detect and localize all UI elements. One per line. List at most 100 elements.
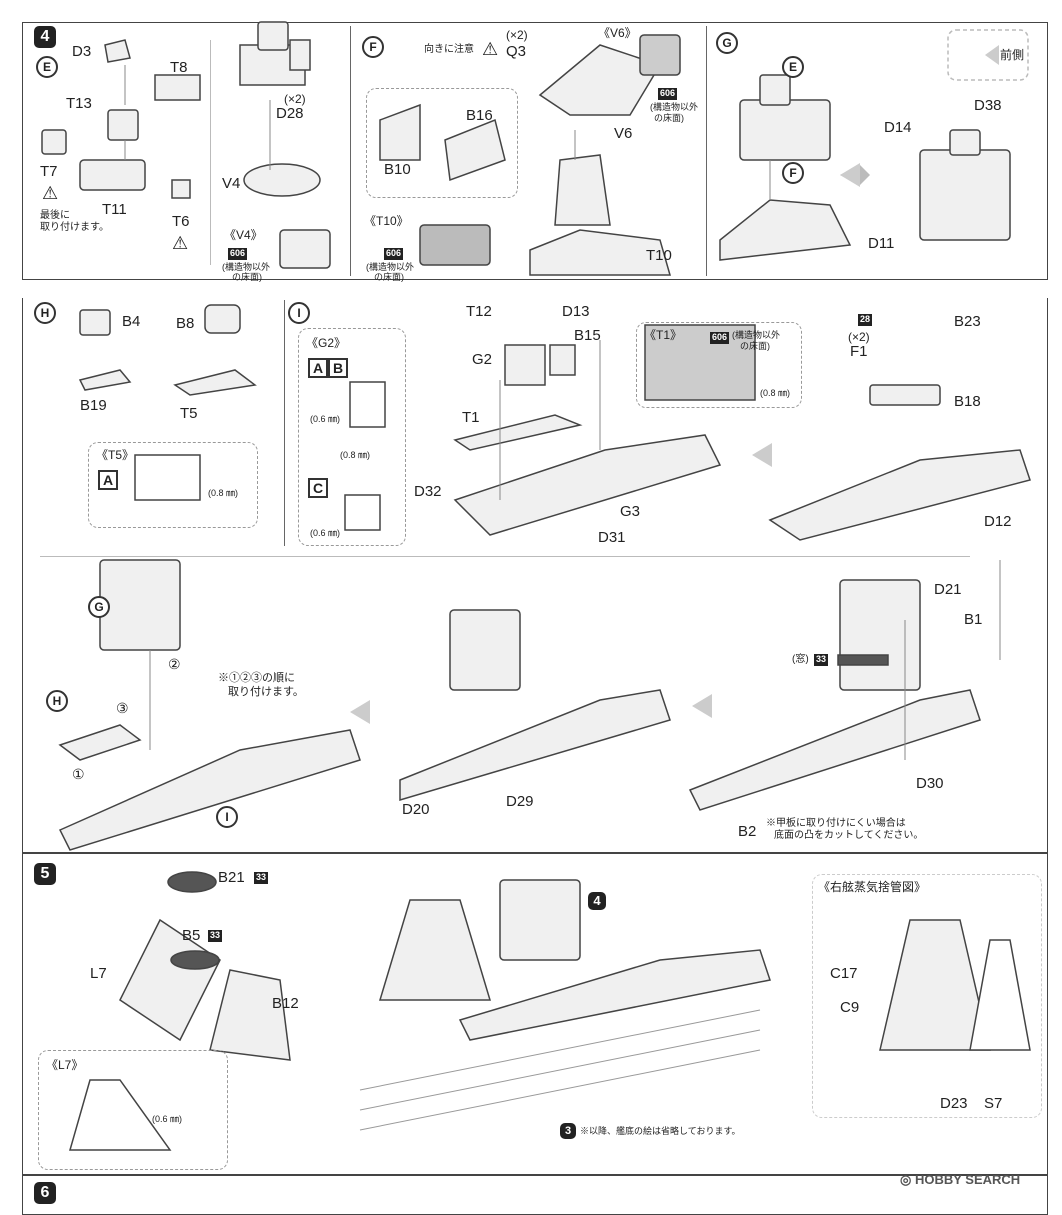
- code-33-window: 33: [814, 654, 829, 666]
- detail-t1-frame: [636, 322, 802, 408]
- part-d13-label: D13: [562, 303, 590, 320]
- divider-f-g: [706, 26, 707, 276]
- note-cut-2: 底面の凸をカットしてください。: [774, 830, 924, 841]
- detail-t10-title: 《T10》: [364, 214, 409, 228]
- divider-row: [40, 556, 970, 557]
- sub-f-marker: F: [362, 36, 384, 58]
- detail-l7-frame: [38, 1050, 228, 1170]
- detail-t5-title: 《T5》: [96, 448, 135, 462]
- detail-steam-title: 《右舷蒸気捨管図》: [818, 880, 927, 894]
- sub-h-marker: H: [34, 302, 56, 324]
- part-v4-label: V4: [222, 175, 241, 192]
- part-q3-count: (×2): [506, 28, 528, 42]
- part-d29-label: D29: [506, 793, 534, 810]
- note-omitted: ※以降、艦底の絵は省略しております。: [580, 1126, 741, 1136]
- part-b16-label: B16: [466, 107, 493, 124]
- part-b15-label: B15: [574, 327, 601, 344]
- part-b4-label: B4: [122, 313, 141, 330]
- note-t1-exclude-1: (構造物以外: [732, 330, 780, 340]
- part-d20-label: D20: [402, 801, 430, 818]
- step-4-ref-badge: 4: [588, 892, 606, 910]
- detail-steam-frame: [812, 874, 1042, 1118]
- panel-step5: [22, 853, 1048, 1175]
- note-v6-exclude-1: (構造物以外: [650, 102, 698, 112]
- note-last-attach-1: 最後に: [40, 210, 70, 221]
- caution-icon-t7: ⚠: [42, 183, 59, 203]
- note-cut-1: ※甲板に取り付けにくい場合は: [766, 818, 906, 829]
- detail-v6-title: 《V6》: [598, 26, 637, 40]
- detail-g2-frame: [298, 328, 406, 546]
- part-d28-label: D28: [276, 105, 304, 122]
- part-g3-label: G3: [620, 503, 641, 520]
- detail-t5-frame: [88, 442, 258, 528]
- step-5-badge: 5: [34, 863, 56, 885]
- detail-t1-title: 《T1》: [644, 328, 683, 342]
- order-step-3: ③: [116, 700, 129, 716]
- sub-g-marker: G: [716, 32, 738, 54]
- note-v6-exclude-2: の床面): [654, 113, 684, 123]
- note-caution-direction: 向きに注意: [424, 44, 474, 55]
- part-b1-label: B1: [964, 611, 983, 628]
- part-l7-label: L7: [90, 965, 107, 982]
- note-t10-exclude-1: (構造物以外: [366, 262, 414, 272]
- code-28-f1: 28: [858, 314, 873, 326]
- note-forward: 前側: [1000, 48, 1025, 62]
- part-q3-label: Q3: [506, 43, 527, 60]
- step-3-ref-badge: 3: [560, 1123, 576, 1139]
- caution-icon-t6: ⚠: [172, 233, 189, 253]
- part-c17-label: C17: [830, 965, 858, 982]
- step-4-badge: 4: [34, 26, 56, 48]
- divider-h-i: [284, 300, 285, 546]
- part-b2-label: B2: [738, 823, 757, 840]
- note-t1-drill: (0.8 ㎜): [760, 388, 791, 398]
- code-606-v4: 606: [228, 248, 248, 260]
- watermark-icon: ◎: [900, 1172, 912, 1187]
- part-t8-label: T8: [170, 59, 188, 76]
- part-v6-label: V6: [614, 125, 633, 142]
- detail-g2-title: 《G2》: [306, 336, 347, 350]
- part-d3-label: D3: [72, 43, 92, 60]
- part-c9-label: C9: [840, 999, 860, 1016]
- code-33-b21: 33: [254, 872, 269, 884]
- part-d31-label: D31: [598, 529, 626, 546]
- note-order-2: 取り付けます。: [228, 686, 304, 698]
- part-d23-label: D23: [940, 1095, 968, 1112]
- option-b-g2: B: [328, 358, 348, 378]
- note-last-attach-2: 取り付けます。: [40, 222, 109, 233]
- option-a-t5: A: [98, 470, 118, 490]
- note-g2-drill-b: (0.8 ㎜): [340, 450, 371, 460]
- part-t1-label: T1: [462, 409, 480, 426]
- part-s7-label: S7: [984, 1095, 1003, 1112]
- part-f1-label: F1: [850, 343, 868, 360]
- part-b19-label: B19: [80, 397, 107, 414]
- note-l7-drill: (0.6 ㎜): [152, 1114, 183, 1124]
- detail-b16-frame: [366, 88, 518, 198]
- part-d38-label: D38: [974, 97, 1002, 114]
- code-33-b5: 33: [208, 930, 223, 942]
- panel-step4-top: [22, 22, 1048, 280]
- option-a-g2: A: [308, 358, 328, 378]
- part-t13-label: T13: [66, 95, 92, 112]
- code-606-t10: 606: [384, 248, 404, 260]
- code-606-v6: 606: [658, 88, 678, 100]
- note-window: (窓): [792, 654, 809, 665]
- note-t1-exclude-2: の床面): [740, 341, 770, 351]
- order-step-1: ①: [72, 766, 85, 782]
- divider-e-v4: [210, 40, 211, 265]
- part-t5-label: T5: [180, 405, 198, 422]
- sub-g-ref-marker: G: [88, 596, 110, 618]
- sub-e-ref-marker: E: [782, 56, 804, 78]
- watermark-text: HOBBY SEARCH: [914, 1172, 1021, 1187]
- note-v4-exclude-2: の床面): [232, 272, 262, 282]
- option-c-g2: C: [308, 478, 328, 498]
- part-b12-label: B12: [272, 995, 299, 1012]
- sub-i-marker: I: [288, 302, 310, 324]
- note-order-1: ※①②③の順に: [218, 672, 295, 684]
- part-d12-label: D12: [984, 513, 1012, 530]
- detail-l7-title: 《L7》: [46, 1058, 84, 1072]
- order-step-2: ②: [168, 656, 181, 672]
- part-b18-label: B18: [954, 393, 981, 410]
- part-d11-label: D11: [868, 235, 895, 252]
- part-b23-label: B23: [954, 313, 981, 330]
